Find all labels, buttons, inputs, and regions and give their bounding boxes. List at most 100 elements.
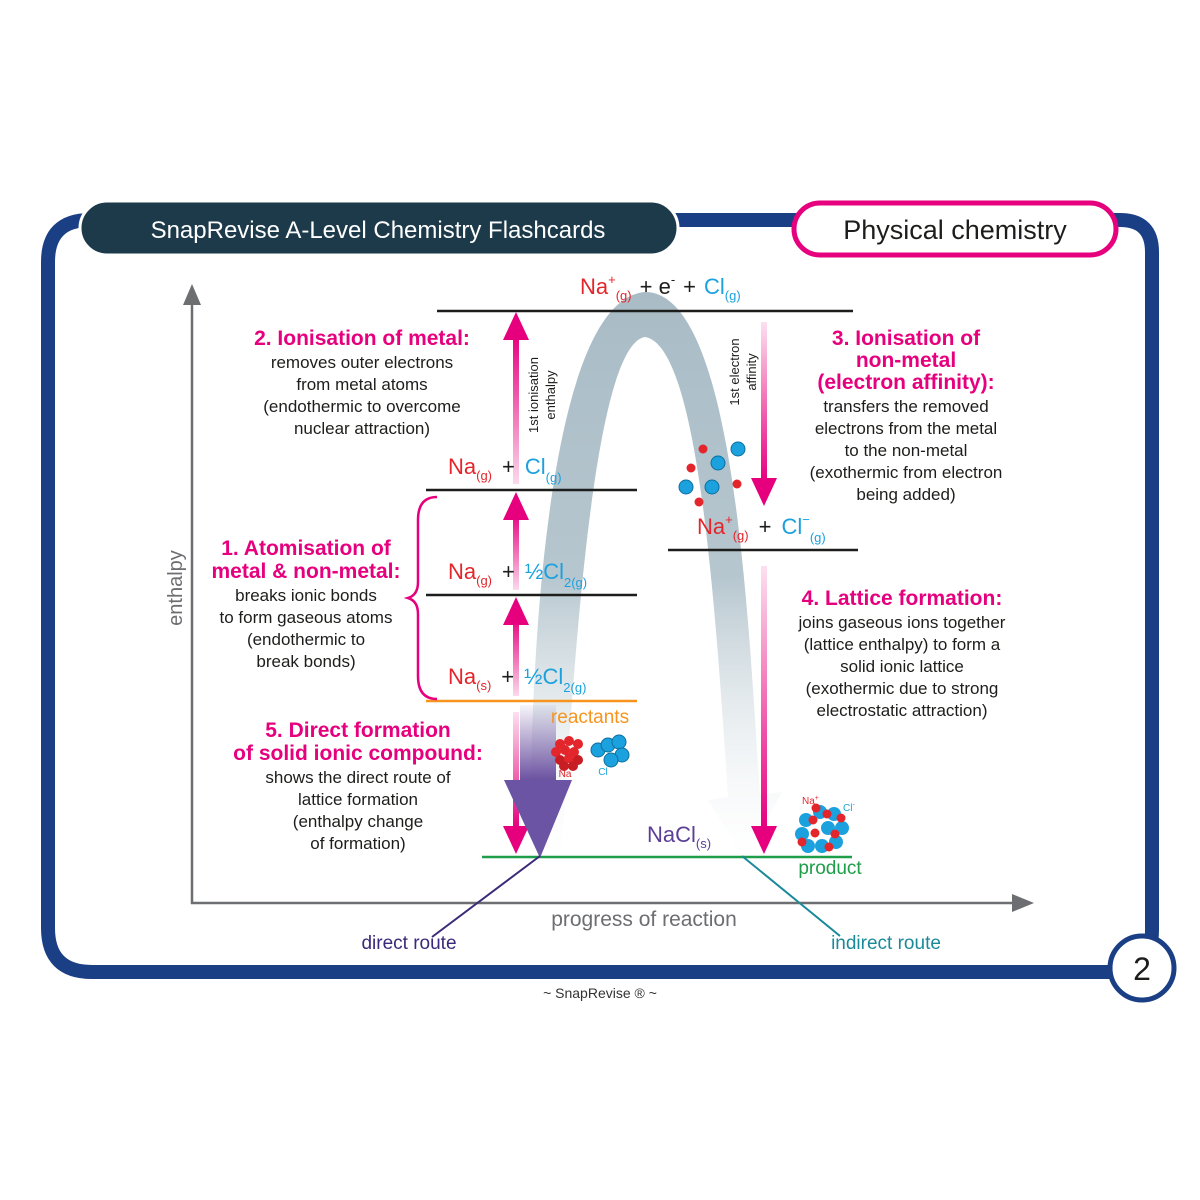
step-arrows [503,312,777,854]
step4-title: 4. Lattice formation: [802,587,1003,610]
ionisation-arrow-shaft [513,334,519,484]
step1-body-1: breaks ionic bonds [235,586,377,605]
lattice-na-text: Na [802,796,815,807]
atoms-plus: + [502,454,515,479]
lattice-arrowhead [751,826,777,854]
formation-arrowhead [503,826,529,854]
step5-title-2: of solid ionic compound: [233,742,483,765]
step3-title-1: 3. Ionisation of [832,327,981,350]
chlorine-molecules [590,734,630,768]
step4-body-2: (lattice enthalpy) to form a [804,635,1001,654]
level-mid-label: Na(g)+½Cl2(g) [448,559,587,590]
ions-na-state: (g) [733,528,749,543]
ionisation-enthalpy-label-2: enthalpy [543,370,558,420]
step3-body-3: to the non-metal [845,441,968,460]
step3-body-4: (exothermic from electron [810,463,1003,482]
ions-cl: Cl [781,514,802,539]
reactants-caption: reactants [551,707,629,728]
step5-body-1: shows the direct route of [265,768,450,787]
energy-levels [426,309,858,859]
product-state: (s) [696,836,711,851]
reactants-cl: ½Cl [524,664,563,689]
lattice-cl-label: Cl- [843,802,855,814]
step2-body-2: from metal atoms [296,375,427,394]
atomisation-cl-arrow-shaft [513,512,519,590]
lattice-cl-charge: - [852,802,855,809]
indirect-route-leader [741,855,841,937]
header-title: SnapRevise A-Level Chemistry Flashcards [151,217,606,244]
step1-text: 1. Atomisation of metal & non-metal: bre… [211,537,400,671]
ionisation-enthalpy-label-1: 1st ionisation [526,357,541,433]
level-ions-label: Na+(g)+Cl−(g) [697,512,826,545]
atoms-na-state: (g) [476,468,492,483]
axes: enthalpy progress of reaction [165,284,1034,931]
atoms-na: Na [448,454,477,479]
reactant-particles-illustration: Na Cl [551,734,630,780]
lattice-na-label: Na+ [802,795,819,807]
step5-body-3: (enthalpy change [293,812,423,831]
atoms-cl: Cl [525,454,546,479]
ions-na-charge: + [725,512,733,527]
nacl-lattice-illustration: Na+ Cl- [795,795,855,853]
atoms-cl-state: (g) [546,470,562,485]
lattice-na-charge: + [815,795,819,802]
atomisation-na-arrow-shaft [513,617,519,696]
step2-body-4: nuclear attraction) [294,419,430,438]
affinity-arrowhead [751,478,777,506]
card-number-badge: 2 [1107,933,1177,1003]
indirect-route-arc [530,292,782,860]
electron-affinity-label-1: 1st electron [727,338,742,405]
reactants-na-state: (s) [476,678,491,693]
atomisation-cl-arrowhead [503,492,529,520]
step3-body-1: transfers the removed [823,397,988,416]
ions-plus: + [759,514,772,539]
reactants-cl-state: 2(g) [563,680,586,695]
step2-title: 2. Ionisation of metal: [254,327,470,350]
top-cl-state: (g) [725,288,741,303]
step1-body-3: (endothermic to [247,630,365,649]
mid-plus: + [502,559,515,584]
lattice-cl-text: Cl [843,803,852,814]
topic-pill: Physical chemistry [791,200,1119,258]
reactant-cl-label: Cl [598,767,607,778]
level-atoms-label: Na(g)+Cl(g) [448,454,562,485]
top-na: Na [580,274,609,299]
mid-na: Na [448,559,477,584]
ions-na: Na [697,514,726,539]
atomisation-na-arrowhead [503,597,529,625]
sodium-metal-cube [551,736,583,771]
ions-cl-charge: − [802,512,810,527]
mid-na-state: (g) [476,573,492,588]
step2-text: 2. Ionisation of metal: removes outer el… [254,327,470,438]
direct-route-arrow [504,705,572,858]
header-title-pill: SnapRevise A-Level Chemistry Flashcards [78,199,680,257]
atomisation-brace [403,495,438,701]
step1-title-1: 1. Atomisation of [221,537,392,560]
step4-text: 4. Lattice formation: joins gaseous ions… [798,587,1006,720]
top-e-charge: - [671,272,675,287]
product-caption: product [798,858,862,879]
footer-brand: ~ SnapRevise ® ~ [543,985,657,1001]
indirect-route-callout: indirect route [741,855,941,954]
scattered-ions-illustration [678,441,746,507]
step4-body-5: electrostatic attraction) [816,701,987,720]
card-number: 2 [1133,951,1151,987]
formation-arrow-shaft [513,712,519,828]
x-axis-arrowhead [1012,894,1034,912]
top-plus-e: + e [640,274,671,299]
y-axis-arrowhead [183,284,201,305]
lattice-arrow-shaft [761,566,767,828]
ions-cl-state: (g) [810,530,826,545]
step1-body-2: to form gaseous atoms [220,608,393,627]
direct-route-callout: direct route [361,855,541,954]
step1-body-4: break bonds) [256,652,355,671]
step2-body-1: removes outer electrons [271,353,453,372]
product-formula: NaCl [647,822,696,847]
reactants-plus: + [501,664,514,689]
step5-text: 5. Direct formation of solid ionic compo… [233,719,483,853]
step3-body-2: electrons from the metal [815,419,997,438]
step3-title-3: (electron affinity): [817,371,994,394]
x-axis-label: progress of reaction [551,908,737,931]
step5-title-1: 5. Direct formation [265,719,451,742]
y-axis-label: enthalpy [165,550,187,626]
